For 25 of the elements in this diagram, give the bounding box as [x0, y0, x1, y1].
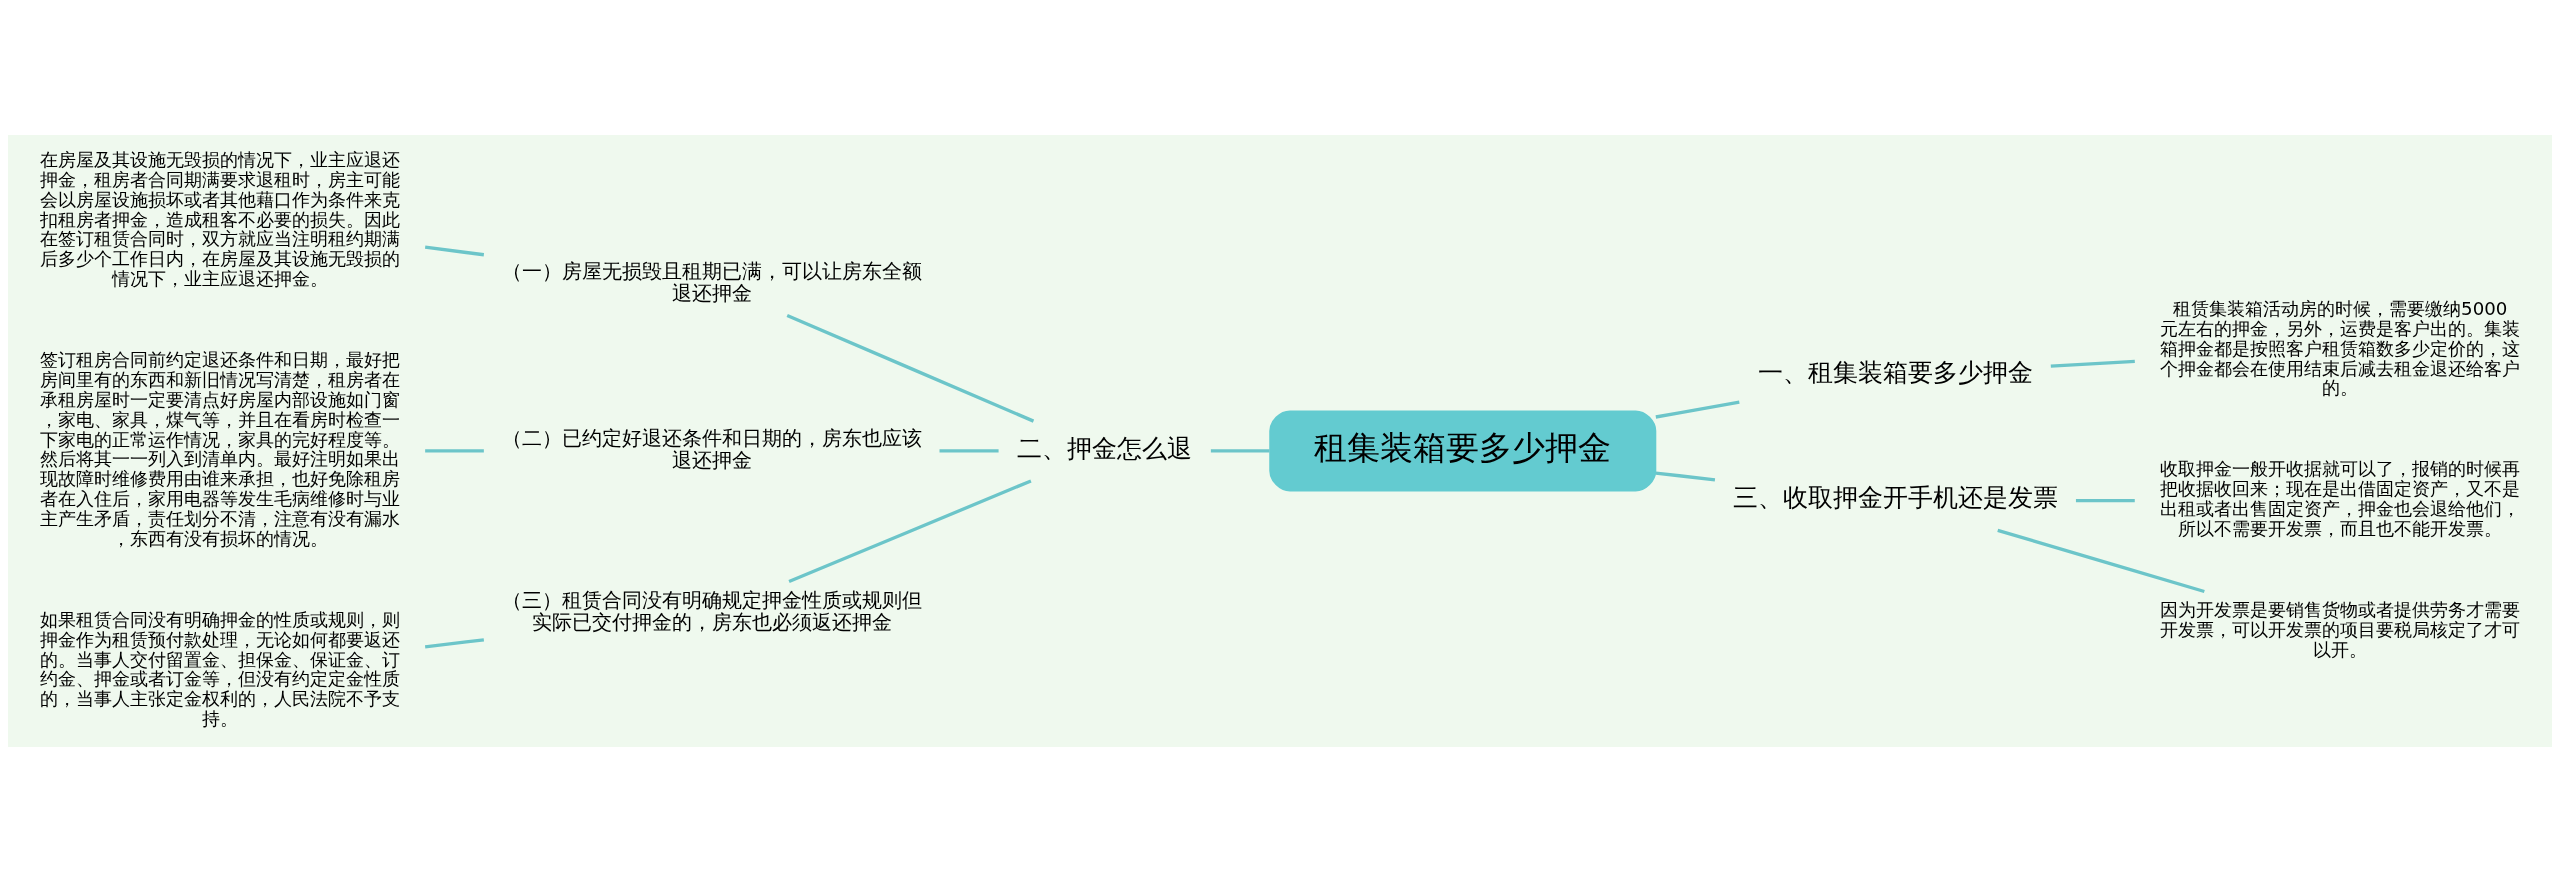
node-text: （三）租赁合同没有明确规定押金性质或规则但实际已交付押金的，房东也必须返还押金: [501, 588, 922, 634]
connector: [1655, 400, 1740, 419]
node-box: 租集装箱要多少押金: [1269, 409, 1657, 491]
connector: [1210, 448, 1270, 453]
connector: [424, 637, 485, 648]
node-text: 二、押金怎么退: [1017, 433, 1193, 463]
connector: [424, 245, 485, 256]
node-text: 如果租赁合同没有明确押金的性质或规则，则押金作为租赁预付款处理，无论如何都要返还的。当事人交付留置金、担保金、保证金、订约金、押金或者订金等，但没有约定定金性质的，当事人主张定金权利的，人民法院不予支持。: [39, 608, 400, 729]
connector: [939, 448, 999, 453]
connector: [2050, 359, 2135, 368]
connector: [788, 478, 1032, 583]
connector: [1997, 528, 2205, 593]
connector: [425, 448, 484, 453]
connector: [1655, 470, 1716, 482]
connector: [786, 313, 1035, 423]
connector: [2075, 498, 2135, 502]
node-text: 一、租集装箱要多少押金: [1757, 357, 2033, 387]
node-text: 三、收取押金开手机还是发票: [1732, 482, 2058, 512]
node-text: 签订租房合同前约定退还条件和日期，最好把房间里有的东西和新旧情况写清楚，租房者在承租房屋时一定要清点好房屋内部设施如门窗，家电、家具，煤气等，并且在看房时检查一下家电的正常运作情况，家具的完好程度等。然后将其一一列入到清单内。最好注明如果出现故障时维修费用由谁来承担，也好免除租房者在入住后，家用电器等发生毛病维修时与业主产生矛盾，责任划分不清，注意有没有漏水，东西有没有损坏的情况。: [39, 348, 400, 549]
node-text: （二）已约定好退还条件和日期的，房东也应该退还押金: [501, 426, 922, 472]
node-text: 在房屋及其设施无毁损的情况下，业主应退还押金，租房者合同期满要求退租时，房主可能会以房屋设施损坏或者其他藉口作为条件来克扣租房者押金，造成租客不必要的损失。因此在签订租赁合同时，双方就应当注明租约期满后多少个工作日内，在房屋及其设施无毁损的情况下，业主应退还押金。: [39, 148, 400, 289]
node-text: 收取押金一般开收据就可以了，报销的时候再把收据收回来；现在是出借固定资产，又不是出租或者出售固定资产，押金也会退给他们，所以不需要开发票，而且也不能开发票。: [2160, 457, 2521, 539]
node-text: （一）房屋无损毁且租期已满，可以让房东全额退还押金: [501, 259, 922, 305]
node-text: 因为开发票是要销售货物或者提供劳务才需要开发票，可以开发票的项目要税局核定了才可以开。: [2160, 598, 2521, 660]
node-text: 租赁集装箱活动房的时候，需要缴纳5000元左右的押金，另外，运费是客户出的。集装箱押金都是按照客户租赁箱数多少定价的，这个押金都会在使用结束后减去租金退还给客户的。: [2160, 297, 2521, 398]
